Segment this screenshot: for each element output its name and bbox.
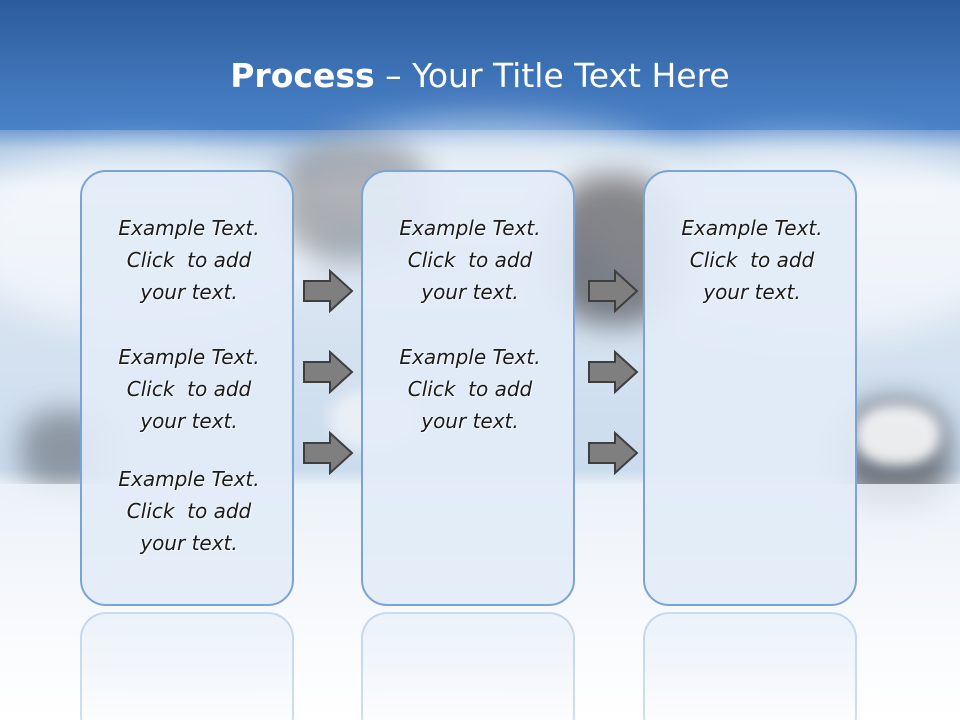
right-arrow-icon[interactable]	[587, 350, 639, 394]
panel-text-block[interactable]: Example Text. Click to add your text.	[363, 212, 577, 308]
slide-title[interactable]: Process – Your Title Text Here	[0, 54, 960, 98]
text-line: Click to add	[407, 248, 533, 272]
right-arrow-icon[interactable]	[587, 431, 639, 475]
text-line: your text.	[421, 280, 519, 304]
panel-text-block[interactable]: Example Text. Click to add your text.	[82, 212, 296, 308]
text-line: Example Text.	[399, 216, 541, 240]
process-panel-1[interactable]: Example Text. Click to add your text. Ex…	[80, 170, 294, 606]
text-line: Example Text.	[399, 345, 541, 369]
text-line: Example Text.	[118, 216, 260, 240]
text-line: Example Text.	[118, 345, 260, 369]
text-line: your text.	[140, 409, 238, 433]
text-line: your text.	[421, 409, 519, 433]
text-line: Click to add	[126, 248, 252, 272]
text-line: Example Text.	[681, 216, 823, 240]
right-arrow-icon[interactable]	[302, 431, 354, 475]
title-bold: Process	[230, 56, 375, 95]
panel-text-block[interactable]: Example Text. Click to add your text.	[82, 341, 296, 437]
text-line: Example Text.	[118, 467, 260, 491]
panel-text-block[interactable]: Example Text. Click to add your text.	[363, 341, 577, 437]
text-line: Click to add	[126, 377, 252, 401]
text-line: Click to add	[689, 248, 815, 272]
panel-text-block[interactable]: Example Text. Click to add your text.	[645, 212, 859, 308]
panel-text-block[interactable]: Example Text. Click to add your text.	[82, 463, 296, 559]
panel-reflection	[80, 612, 294, 720]
text-line: your text.	[703, 280, 801, 304]
text-line: your text.	[140, 531, 238, 555]
background-dog-paw	[855, 405, 940, 465]
header-band	[0, 0, 960, 130]
right-arrow-icon[interactable]	[302, 350, 354, 394]
title-rest: – Your Title Text Here	[374, 56, 730, 95]
text-line: your text.	[140, 280, 238, 304]
process-panel-3[interactable]: Example Text. Click to add your text.	[643, 170, 857, 606]
text-line: Click to add	[407, 377, 533, 401]
process-panel-2[interactable]: Example Text. Click to add your text. Ex…	[361, 170, 575, 606]
panel-reflection	[361, 612, 575, 720]
right-arrow-icon[interactable]	[302, 269, 354, 313]
text-line: Click to add	[126, 499, 252, 523]
right-arrow-icon[interactable]	[587, 269, 639, 313]
panel-reflection	[643, 612, 857, 720]
